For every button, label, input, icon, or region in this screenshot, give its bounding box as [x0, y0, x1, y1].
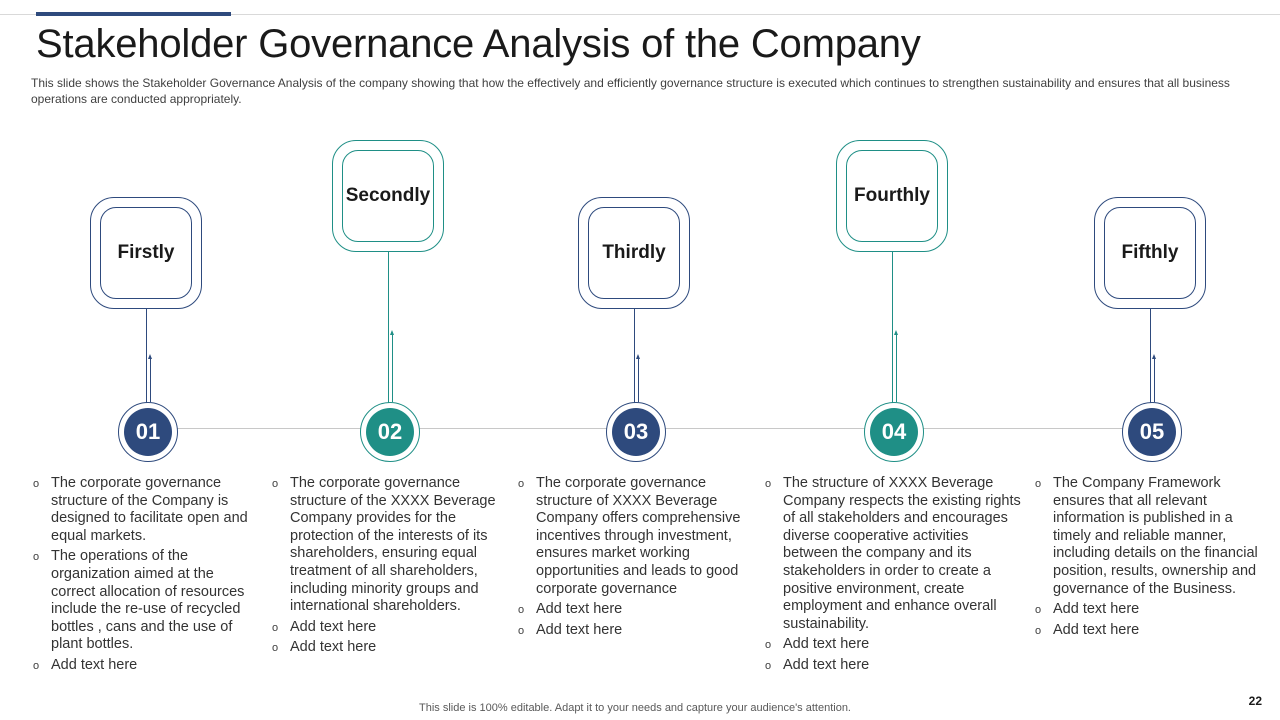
bullet-icon: o [765, 659, 772, 672]
page-number: 22 [1248, 694, 1262, 708]
arrow-up-icon [1151, 354, 1156, 359]
arrow-up-icon [147, 354, 152, 359]
label-box: Fourthly [836, 140, 948, 252]
step-number: 01 [124, 408, 172, 456]
step-number: 03 [612, 408, 660, 456]
arrow-line [896, 334, 897, 402]
top-divider [0, 14, 1280, 15]
step-number: 05 [1128, 408, 1176, 456]
bullet-icon: o [1035, 604, 1042, 617]
label-box: Firstly [90, 197, 202, 309]
bullet-icon: o [518, 624, 525, 637]
step-number-ring: 04 [864, 402, 924, 462]
bullet-icon: o [765, 478, 772, 490]
footer-note: This slide is 100% editable. Adapt it to… [419, 702, 851, 714]
step-label: Secondly [342, 150, 434, 242]
title-accent-bar [36, 12, 231, 16]
connector-line [634, 309, 635, 405]
arrow-up-icon [389, 330, 394, 335]
bullet-icon: o [33, 478, 40, 490]
bullet-icon: o [518, 604, 525, 617]
arrow-line [392, 334, 393, 402]
bullet-icon: o [272, 621, 279, 634]
arrow-up-icon [893, 330, 898, 335]
arrow-line [150, 358, 151, 402]
step-number-ring: 05 [1122, 402, 1182, 462]
arrow-line [638, 358, 639, 402]
page-title: Stakeholder Governance Analysis of the C… [36, 22, 921, 66]
label-box: Secondly [332, 140, 444, 252]
page-subtitle: This slide shows the Stakeholder Governa… [31, 76, 1230, 106]
step-number: 02 [366, 408, 414, 456]
connector-line [388, 252, 389, 405]
bullet-icon: o [1035, 624, 1042, 637]
bullet-icon: o [765, 639, 772, 652]
bullet-icon: o [518, 478, 525, 490]
step-label: Fourthly [846, 150, 938, 242]
step-number-ring: 03 [606, 402, 666, 462]
connector-line [1150, 309, 1151, 405]
bullet-icon: o [33, 659, 40, 672]
arrow-up-icon [635, 354, 640, 359]
step-number: 04 [870, 408, 918, 456]
bullet-icon: o [272, 642, 279, 655]
step-number-ring: 02 [360, 402, 420, 462]
bullet-icon: o [33, 551, 40, 564]
bullet-icon: o [1035, 478, 1042, 490]
step-label: Fifthly [1104, 207, 1196, 299]
arrow-line [1154, 358, 1155, 402]
connector-line [146, 309, 147, 405]
label-box: Fifthly [1094, 197, 1206, 309]
label-box: Thirdly [578, 197, 690, 309]
step-number-ring: 01 [118, 402, 178, 462]
step-label: Thirdly [588, 207, 680, 299]
bullet-icon: o [272, 478, 279, 490]
connector-line [892, 252, 893, 405]
step-label: Firstly [100, 207, 192, 299]
